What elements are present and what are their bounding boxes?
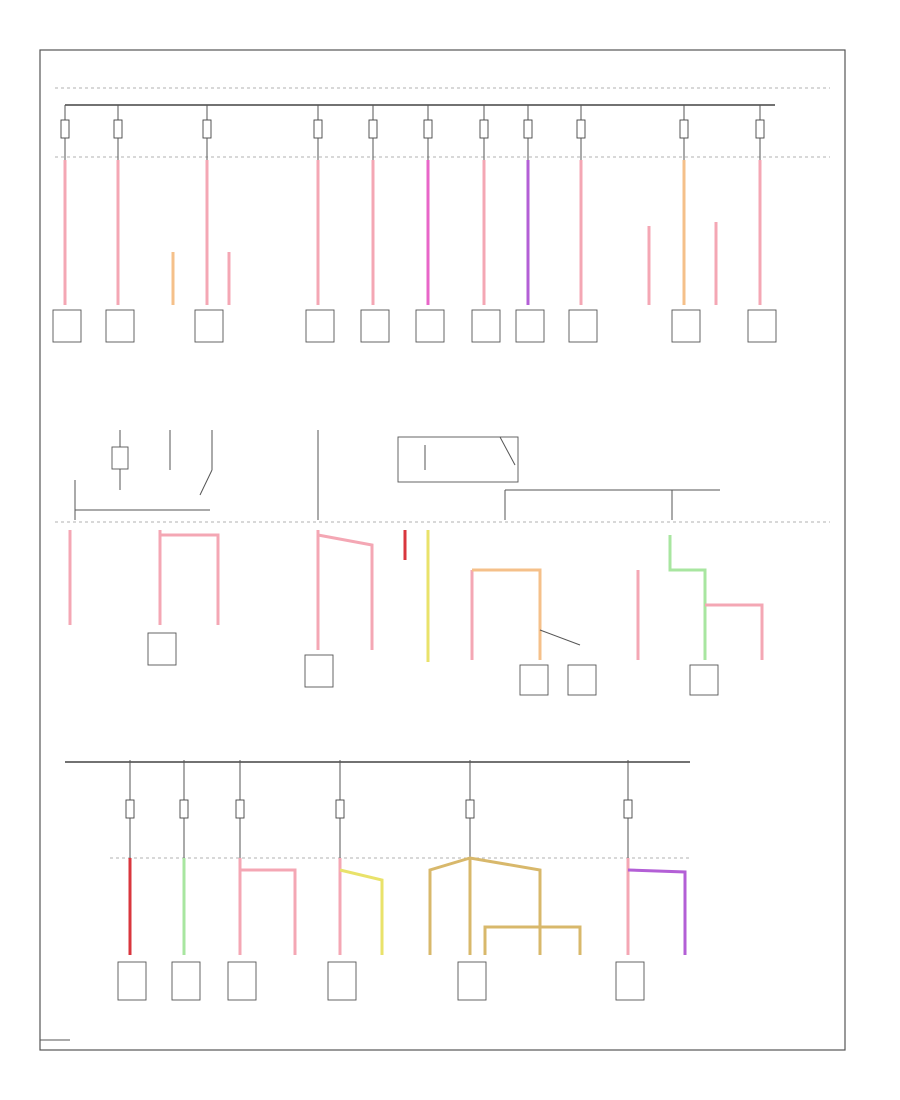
row1-fuse-5 — [423, 119, 433, 139]
top-row-circuits — [52, 105, 777, 343]
row3-fuse-1 — [179, 799, 189, 819]
row3-fuse-5 — [623, 799, 633, 819]
bottom-branches — [40, 856, 687, 1041]
middle-relay-area — [74, 430, 720, 520]
row3-fuse-3 — [335, 799, 345, 819]
row1-fuse-6 — [479, 119, 489, 139]
row1-component-0 — [52, 309, 82, 343]
row1-fuse-4 — [368, 119, 378, 139]
bottom-row-circuits — [117, 760, 645, 1001]
row1-fuse-1 — [113, 119, 123, 139]
row1-component-4 — [360, 309, 390, 343]
connector-c — [689, 664, 719, 696]
row1-component-10 — [747, 309, 777, 343]
relay-box-2 — [397, 436, 519, 483]
row3-component-1 — [171, 961, 201, 1001]
row3-fuse-0 — [125, 799, 135, 819]
row3-component-0 — [117, 961, 147, 1001]
component-middle-2 — [304, 654, 334, 688]
row1-component-9 — [671, 309, 701, 343]
row1-fuse-10 — [755, 119, 765, 139]
row1-component-2 — [194, 309, 224, 343]
row1-fuse-0 — [60, 119, 70, 139]
row1-fuse-7 — [523, 119, 533, 139]
row1-fuse-8 — [576, 119, 586, 139]
diagram-frame — [39, 49, 846, 1051]
row1-component-5 — [415, 309, 445, 343]
row1-component-8 — [568, 309, 598, 343]
row3-component-2 — [227, 961, 257, 1001]
row1-component-7 — [515, 309, 545, 343]
connector-a — [519, 664, 549, 696]
row1-component-6 — [471, 309, 501, 343]
row3-component-3 — [327, 961, 357, 1001]
row1-fuse-2 — [202, 119, 212, 139]
connector-b — [567, 664, 597, 696]
row1-fuse-9 — [679, 119, 689, 139]
row3-component-4 — [457, 961, 487, 1001]
row1-component-3 — [305, 309, 335, 343]
row3-fuse-2 — [235, 799, 245, 819]
component-middle-1 — [147, 632, 177, 666]
row3-component-5 — [615, 961, 645, 1001]
row3-fuse-4 — [465, 799, 475, 819]
row1-component-1 — [105, 309, 135, 343]
row1-fuse-3 — [313, 119, 323, 139]
relay-box — [111, 446, 129, 470]
middle-circuits — [68, 530, 764, 696]
